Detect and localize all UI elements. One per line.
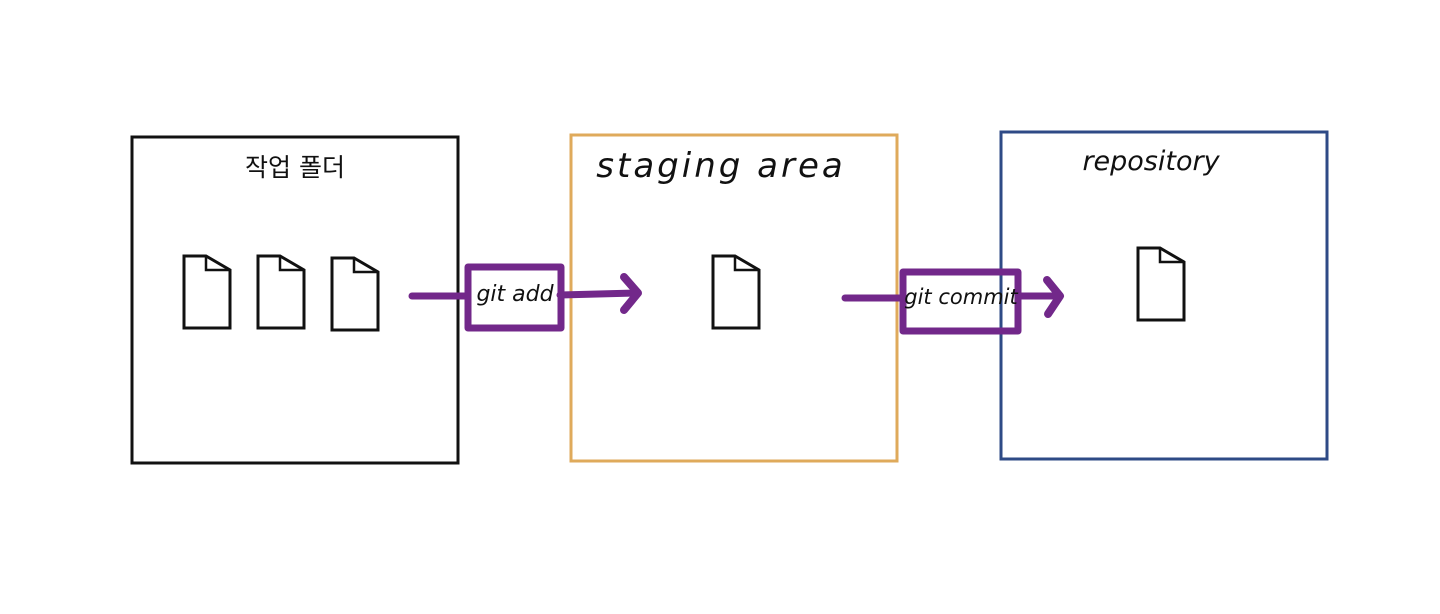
git-commit-label: git commit — [904, 285, 1018, 309]
staging-area-title: staging area — [596, 146, 846, 186]
document-icon — [256, 254, 306, 330]
document-icon — [182, 254, 232, 330]
document-icon — [711, 254, 761, 330]
document-icon — [330, 256, 380, 332]
git-add-label: git add — [476, 282, 554, 307]
repository-title: repository — [1082, 146, 1220, 177]
git-commit-arrow — [841, 268, 1064, 335]
working-folder-box — [130, 135, 460, 465]
document-icon — [1136, 246, 1186, 322]
git-add-arrow — [408, 263, 642, 332]
git-commit-frame — [899, 268, 1022, 335]
git-add-frame — [464, 263, 565, 332]
working-folder-title: 작업 폴더 — [245, 153, 345, 182]
repository-box — [999, 130, 1329, 461]
